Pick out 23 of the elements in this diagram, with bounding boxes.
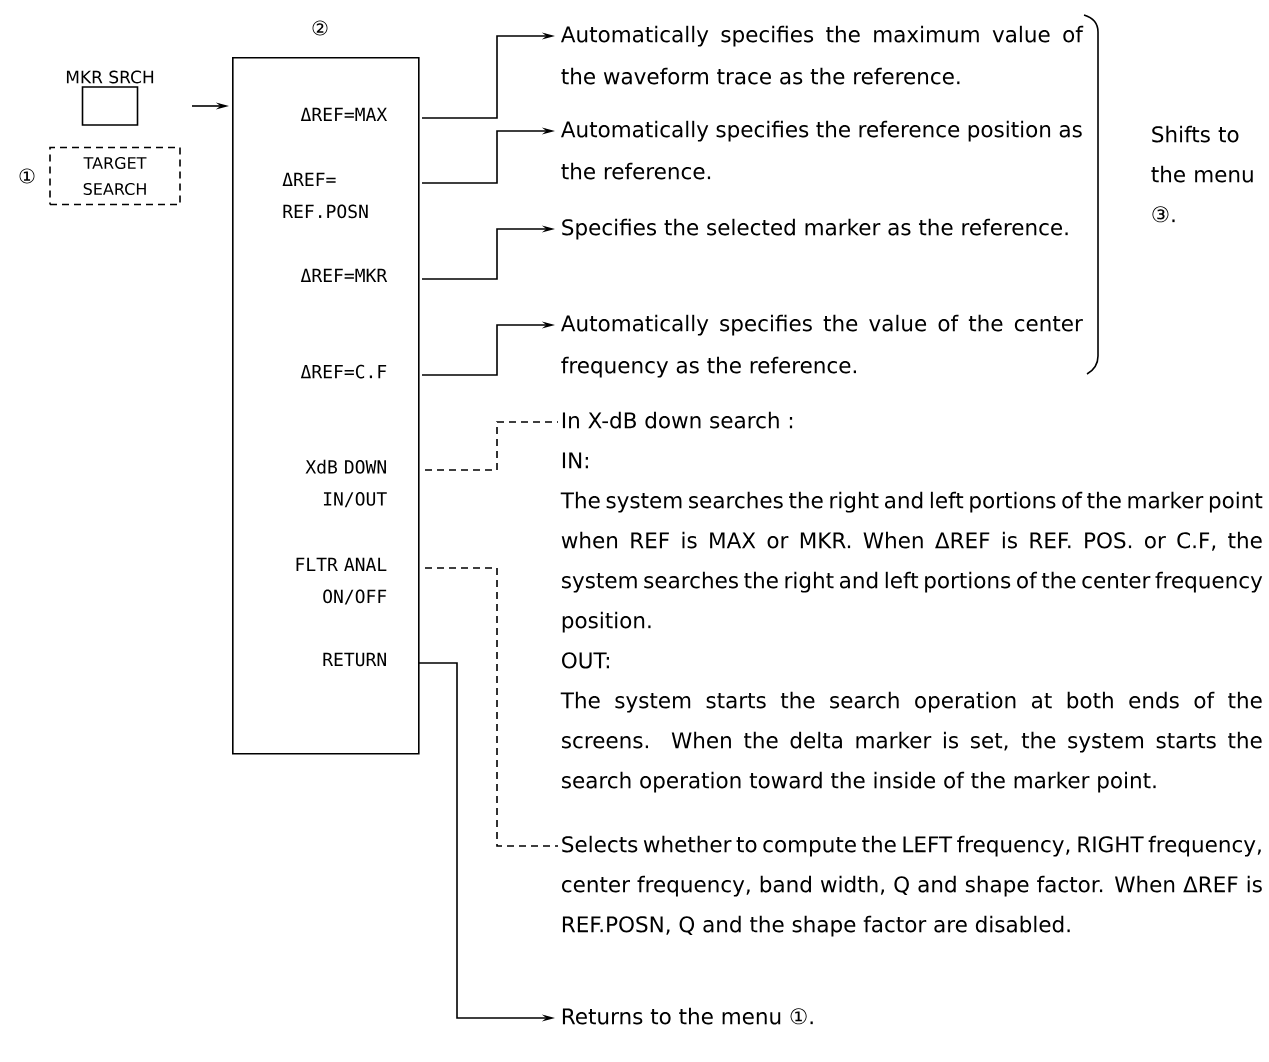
description-text: Selects whether to compute the LEFT frequency, RIGHT frequency, center frequency, band width, Q and shape factor. When ΔREF is REF.POSN, Q and the shape factor are disabled.: [562, 835, 1262, 937]
menu-item: XdB DOWN IN/OUT: [305, 459, 387, 508]
key-button: MKR SRCH: [66, 70, 154, 126]
description-text: In X-dB down search : IN: The system searches the right and left portions of the marker point when REF is MAX or MKR. When ΔREF is REF. POS. or C.F, the system searches the right and left portions of the center frequency position. OUT: The system starts the search operation at both ends of the screens. When the delta marker is set, the system starts the search operation toward the inside of the marker point.: [560, 411, 1263, 793]
menu-box: [232, 57, 420, 755]
connector-line: [424, 567, 559, 847]
node-label: MKR SRCH: [66, 70, 154, 84]
description-text: Automatically specifies the value of the center frequency as the reference.: [561, 314, 1083, 378]
menu-item: ΔREF= REF.POSN: [282, 172, 368, 219]
description-text: Specifies the selected marker as the reference.: [562, 218, 1068, 240]
description-text: Returns to the menu ①.: [562, 1007, 813, 1025]
note-text: Shifts to the menu ③.: [1151, 125, 1253, 223]
menu-item: RETURN: [323, 652, 386, 667]
menu-item: ΔREF=MKR: [300, 268, 388, 282]
description-text: Automatically specifies the reference position as the reference.: [561, 120, 1082, 180]
description-text: Automatically specifies the maximum value of the waveform trace as the reference.: [561, 25, 1084, 85]
menu-item: ΔREF=C.F: [300, 364, 387, 379]
menu-item: ΔREF=MAX: [300, 107, 388, 121]
callout-number: ①: [19, 168, 35, 184]
menu-item: FLTR ANAL ON/OFF: [296, 557, 387, 605]
softkey-box: TARGET SEARCH: [49, 146, 181, 206]
connector-line: [424, 421, 559, 471]
callout-number: ②: [312, 20, 328, 36]
